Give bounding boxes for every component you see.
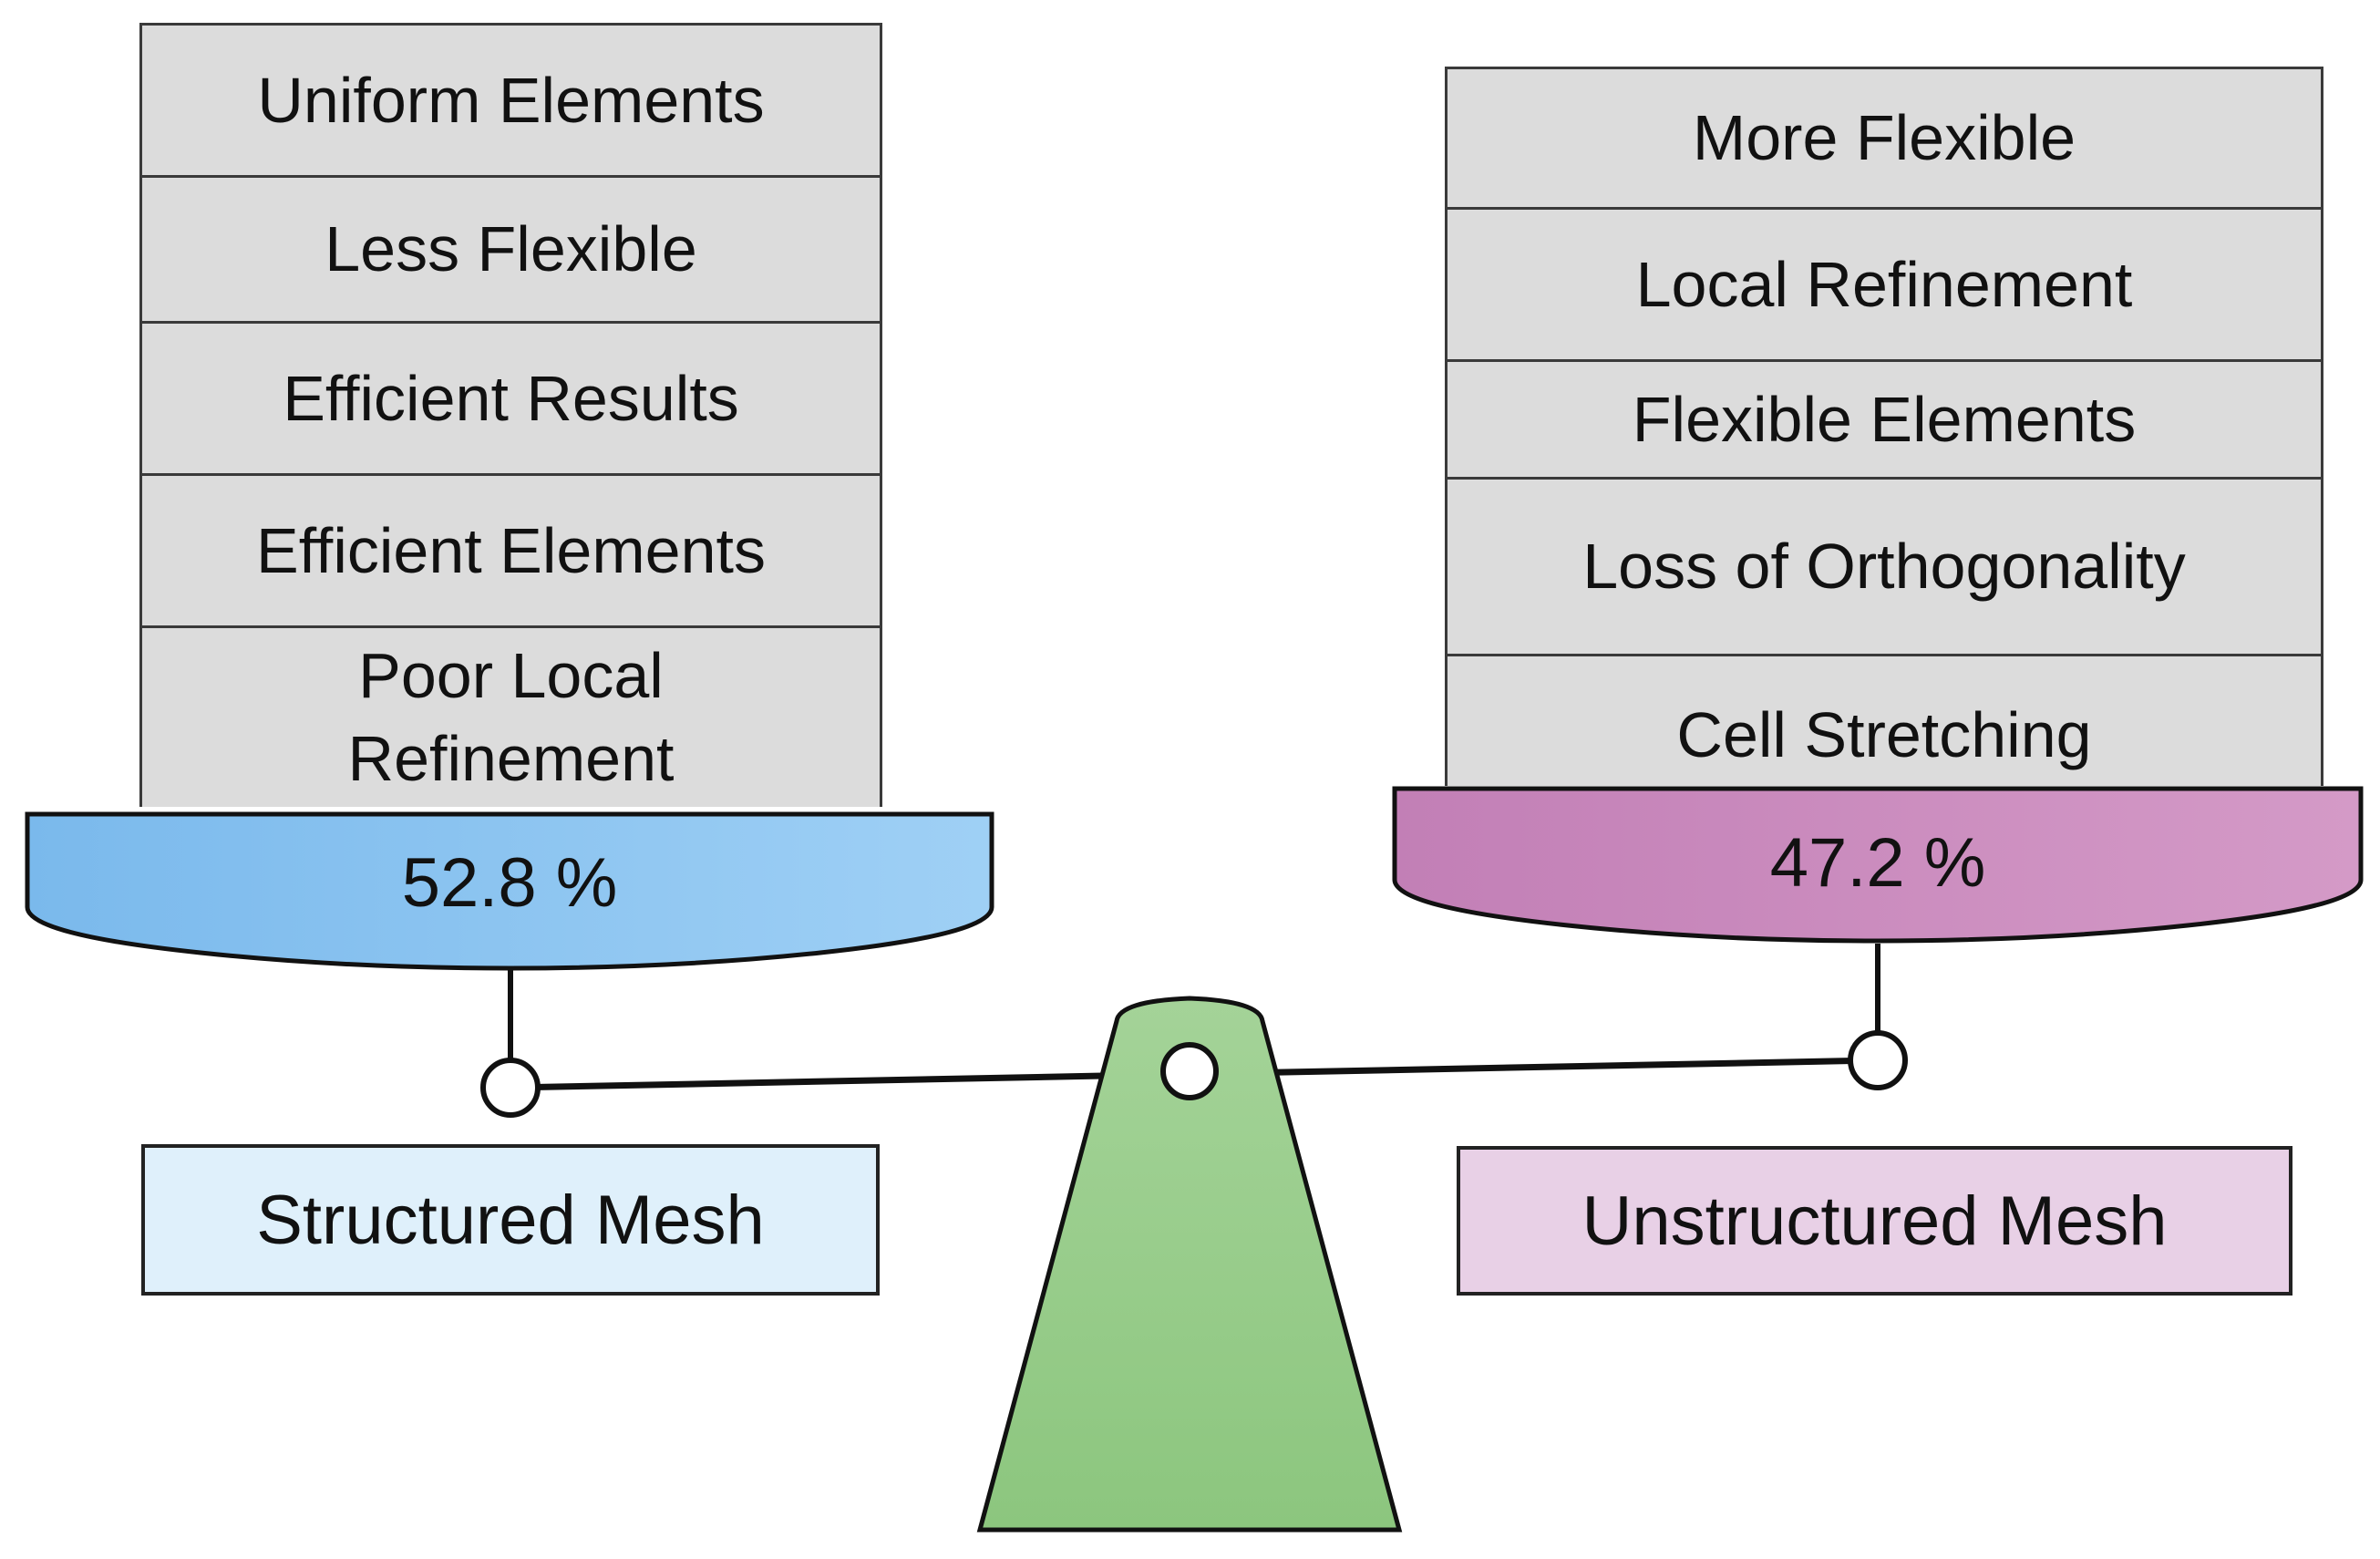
left-pan: [25, 811, 994, 971]
unstructured-attribute: Loss of Orthogonality: [1445, 477, 2323, 656]
structured-attribute: Poor Local Refinement: [139, 625, 882, 807]
unstructured-attribute: Flexible Elements: [1445, 359, 2323, 480]
right-pivot: [1848, 1030, 1908, 1090]
fulcrum-pivot: [1160, 1042, 1219, 1100]
structured-mesh-label: Structured Mesh: [141, 1144, 880, 1296]
structured-mesh-attributes: Uniform Elements Less Flexible Efficient…: [139, 23, 882, 807]
unstructured-mesh-attributes: More Flexible Local Refinement Flexible …: [1445, 67, 2323, 786]
structured-percentage: 52.8 %: [401, 844, 618, 922]
unstructured-percentage: 47.2 %: [1769, 824, 1986, 902]
unstructured-attribute: Local Refinement: [1445, 207, 2323, 362]
unstructured-attribute: More Flexible: [1445, 67, 2323, 210]
right-pan: [1392, 786, 2364, 944]
structured-attribute: Efficient Results: [139, 321, 882, 476]
left-pivot: [480, 1058, 541, 1118]
unstructured-mesh-label: Unstructured Mesh: [1457, 1146, 2292, 1296]
structured-attribute: Uniform Elements: [139, 23, 882, 178]
fulcrum: [976, 996, 1403, 1533]
structured-attribute: Efficient Elements: [139, 473, 882, 628]
unstructured-attribute: Cell Stretching: [1445, 654, 2323, 786]
structured-attribute: Less Flexible: [139, 175, 882, 324]
